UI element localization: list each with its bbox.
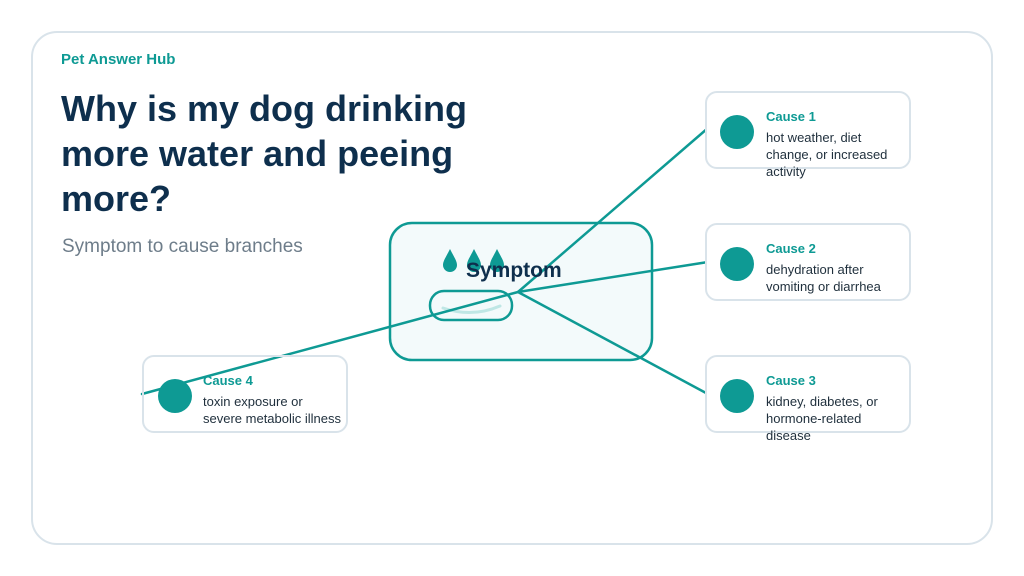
cause-dot-icon — [720, 247, 754, 281]
connector-cause-1 — [516, 126, 710, 294]
cause-title: Cause 4 — [203, 373, 253, 388]
water-drops-icon — [443, 249, 504, 272]
cause-description: dehydration after vomiting or diarrhea — [766, 262, 881, 294]
page-subtitle: Symptom to cause branches — [62, 236, 303, 257]
cause-card-3[interactable]: Cause 3 kidney, diabetes, or hormone-rel… — [705, 355, 911, 443]
connector-cause-2 — [516, 260, 710, 294]
page-title: Why is my dog drinking more water and pe… — [61, 88, 468, 219]
cause-dot-icon — [720, 115, 754, 149]
cause-card-2[interactable]: Cause 2 dehydration after vomiting or di… — [705, 223, 911, 301]
symptom-label: Symptom — [466, 259, 562, 282]
brand-name: Pet Answer Hub — [61, 51, 176, 68]
cause-card-4[interactable]: Cause 4 toxin exposure or severe metabol… — [142, 355, 348, 433]
cause-title: Cause 3 — [766, 373, 816, 388]
cause-description: kidney, diabetes, or hormone-related dis… — [766, 394, 878, 443]
water-bowl-icon — [428, 289, 514, 322]
cause-card-1[interactable]: Cause 1 hot weather, diet change, or inc… — [705, 91, 911, 179]
cause-dot-icon — [158, 379, 192, 413]
cause-title: Cause 2 — [766, 241, 816, 256]
connector-cause-4 — [140, 290, 520, 396]
cause-description: toxin exposure or severe metabolic illne… — [203, 394, 342, 426]
cause-title: Cause 1 — [766, 109, 816, 124]
cause-dot-icon — [720, 379, 754, 413]
connector-cause-3 — [516, 290, 708, 395]
cause-description: hot weather, diet change, or increased a… — [766, 130, 888, 179]
